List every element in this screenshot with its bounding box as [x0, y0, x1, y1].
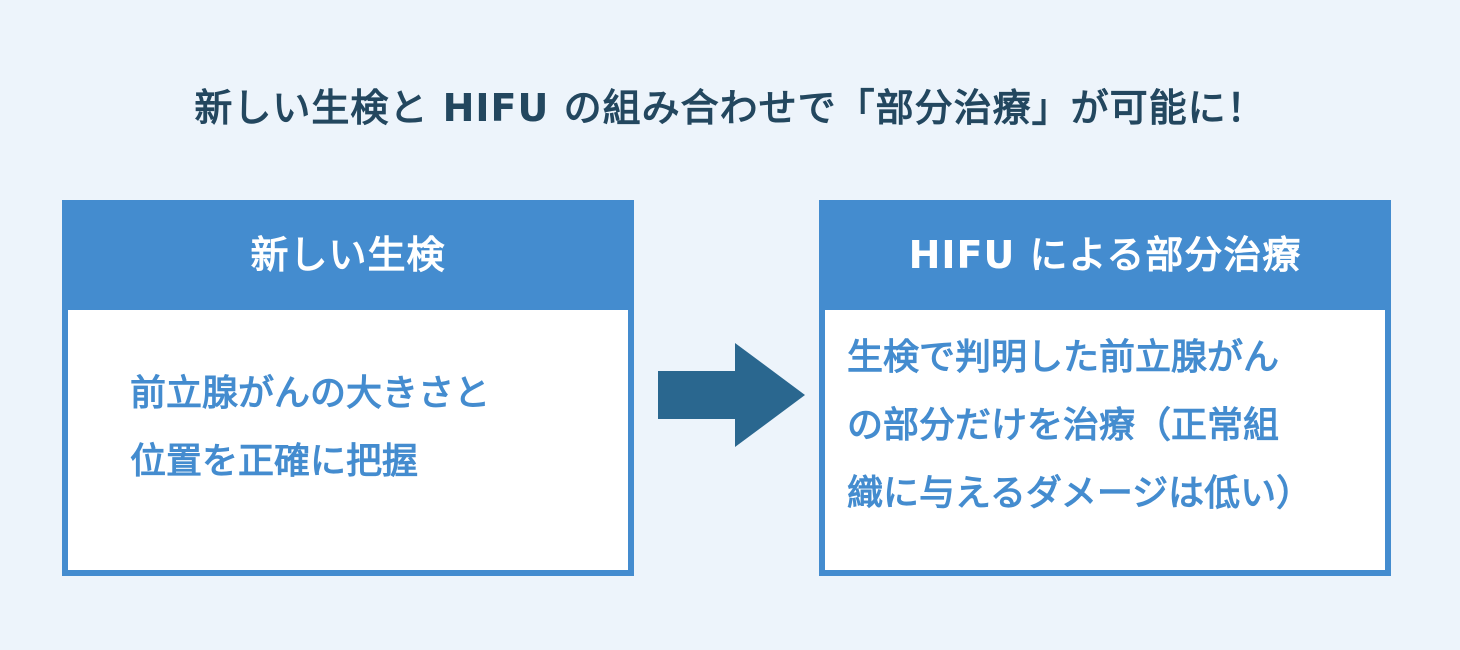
hifu-treatment-line-2: の部分だけを治療（正常組	[847, 405, 1280, 446]
hifu-treatment-body: 生検で判明した前立腺がん の部分だけを治療（正常組 織に与えるダメージは低い）	[825, 310, 1385, 570]
page-title: 新しい生検と HIFU の組み合わせで「部分治療」が可能に！	[194, 86, 1266, 130]
new-biopsy-header: 新しい生検	[250, 233, 446, 277]
hifu-treatment-line-3: 織に与えるダメージは低い）	[847, 473, 1313, 514]
new-biopsy-body: 前立腺がんの大きさと 位置を正確に把握	[68, 310, 628, 570]
hifu-treatment-header: HIFU による部分治療	[908, 233, 1302, 277]
new-biopsy-line-1: 前立腺がんの大きさと	[130, 373, 491, 414]
hifu-treatment-line-1: 生検で判明した前立腺がん	[847, 337, 1280, 378]
hifu-treatment-box: HIFU による部分治療 生検で判明した前立腺がん の部分だけを治療（正常組 織…	[819, 200, 1391, 576]
right-arrow-icon	[658, 343, 805, 447]
hifu-treatment-description: 生検で判明した前立腺がん の部分だけを治療（正常組 織に与えるダメージは低い）	[847, 324, 1367, 528]
new-biopsy-description: 前立腺がんの大きさと 位置を正確に把握	[130, 360, 570, 496]
new-biopsy-line-2: 位置を正確に把握	[130, 441, 419, 482]
new-biopsy-box: 新しい生検 前立腺がんの大きさと 位置を正確に把握	[62, 200, 634, 576]
